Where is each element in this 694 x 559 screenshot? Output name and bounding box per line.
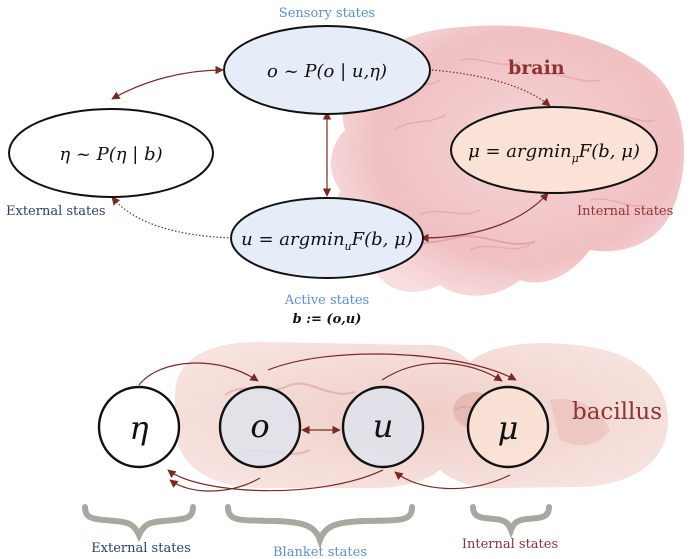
- internal-brace: [470, 504, 552, 539]
- node-u-label: u: [373, 407, 394, 445]
- internal-states-label-bottom: Internal states: [462, 537, 558, 552]
- node-mu-label: μ: [498, 409, 519, 447]
- node-u: [341, 385, 425, 469]
- internal-states-label-top: Internal states: [577, 204, 673, 219]
- blanket-states-label: Blanket states: [273, 545, 367, 559]
- internal-state-node: [450, 106, 658, 194]
- active-equation: u = argminuF(b, μ): [241, 229, 413, 253]
- node-o-label: o: [250, 407, 269, 445]
- sensory-states-label: Sensory states: [279, 6, 375, 21]
- node-eta: [97, 385, 181, 469]
- external-states-label-bottom: External states: [91, 541, 191, 556]
- bacillus-label: bacillus: [572, 399, 662, 425]
- external-brace: [82, 504, 196, 543]
- active-state-node: [230, 197, 424, 279]
- node-eta-label: η: [129, 409, 148, 447]
- external-state-node: [8, 108, 214, 198]
- brain-label: brain: [508, 57, 565, 79]
- node-mu: [466, 385, 550, 469]
- external-equation: η ~ P(η | b): [59, 144, 162, 165]
- external-states-label-top: External states: [6, 204, 106, 219]
- active-states-label: Active states: [284, 293, 369, 308]
- blanket-brace: [225, 504, 415, 549]
- node-o: [218, 385, 302, 469]
- blanket-definition: b := (o,u): [293, 312, 362, 327]
- top-arrows: [111, 65, 551, 243]
- internal-equation: μ = argminμF(b, μ): [468, 141, 640, 165]
- bottom-arrows: [138, 353, 517, 492]
- sensory-state-node: [223, 25, 431, 115]
- sensory-equation: o ~ P(o | u,η): [267, 61, 387, 82]
